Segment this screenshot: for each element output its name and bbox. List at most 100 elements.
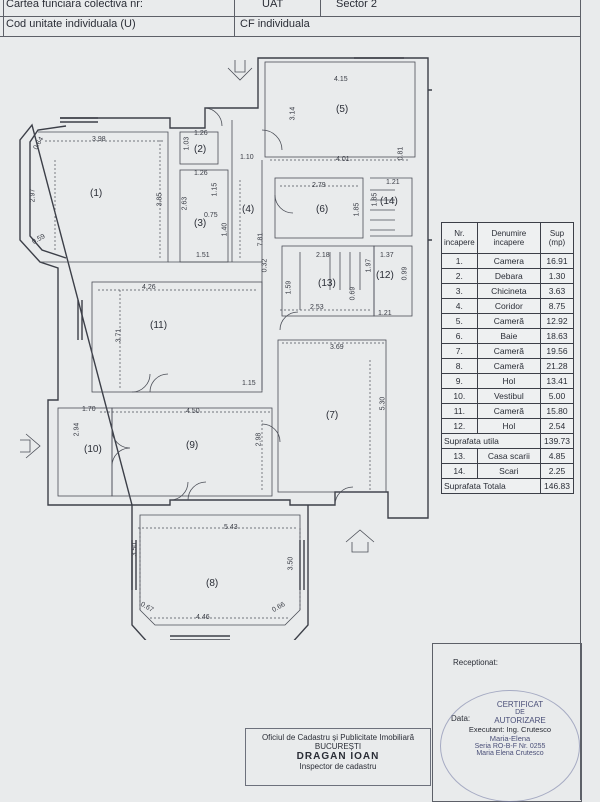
header-row-1: Cartea funciara colectiva nr: UAT Sector… bbox=[0, 0, 580, 17]
room-sup-cell: 12.92 bbox=[540, 313, 574, 329]
total-row: Suprafata Totala 146.83 bbox=[441, 478, 574, 494]
dim-lines bbox=[45, 140, 410, 619]
room-sup-cell: 3.63 bbox=[540, 283, 574, 299]
inner-outer-wall bbox=[29, 125, 67, 259]
room-2-outline bbox=[179, 131, 219, 165]
room-name-cell: Coridor bbox=[476, 298, 542, 314]
room-sup-cell: 2.54 bbox=[540, 418, 574, 434]
room-name-cell: Chicineta bbox=[476, 283, 542, 299]
room-sup-cell: 13.41 bbox=[540, 373, 574, 389]
room-10-outline bbox=[57, 407, 113, 497]
name-line2: Maria Elena Crutesco bbox=[476, 750, 544, 757]
room-12-outline bbox=[373, 245, 413, 317]
room-sup-cell: 18.63 bbox=[540, 328, 574, 344]
room-area-table: Nr. incapere Denumire incapere Sup (mp) … bbox=[441, 222, 574, 494]
room-6-outline bbox=[274, 177, 364, 239]
table-header-row: Nr. incapere Denumire incapere Sup (mp) bbox=[441, 222, 574, 254]
room-8-outline bbox=[139, 514, 301, 626]
room-7-outline bbox=[277, 339, 387, 493]
room-9-outline bbox=[111, 407, 273, 497]
entrance-arrow-top bbox=[227, 60, 253, 81]
room-sup-cell: 2.25 bbox=[540, 463, 574, 479]
room-nr-cell: 3. bbox=[441, 283, 478, 299]
certificat-line3: AUTORIZARE bbox=[494, 716, 546, 725]
room-3-outline bbox=[179, 169, 229, 263]
room-nr-cell: 9. bbox=[441, 373, 478, 389]
room-11-outline bbox=[91, 281, 263, 393]
cadastre-city-line: BUCUREȘTI bbox=[314, 742, 362, 751]
room-5-outline bbox=[264, 61, 416, 158]
seria-line: Seria RO-B-F Nr. 0255 bbox=[474, 743, 546, 750]
authorization-stamp-text: CERTIFICAT DE AUTORIZARE Executant: Ing.… bbox=[440, 700, 580, 757]
room-nr-cell: 11. bbox=[441, 403, 478, 419]
room-name-cell: Hol bbox=[476, 418, 542, 434]
room-sup-cell: 1.30 bbox=[540, 268, 574, 284]
room-nr-cell: 14. bbox=[441, 463, 478, 479]
inspector-title: Inspector de cadastru bbox=[299, 762, 377, 771]
header-divider-2 bbox=[320, 0, 321, 16]
room-name-cell: Cameră bbox=[476, 403, 542, 419]
receptionat-label: Receptionat: bbox=[453, 658, 498, 667]
room-name-cell: Camera bbox=[476, 253, 542, 269]
room-nr-cell: 12. bbox=[441, 418, 478, 434]
stairs-14 bbox=[370, 177, 413, 237]
floor-plan bbox=[19, 57, 432, 640]
outer-wall bbox=[19, 57, 429, 640]
door-arcs bbox=[111, 107, 354, 506]
stairs-13 bbox=[299, 252, 361, 310]
room-name-cell: Casa scarii bbox=[476, 448, 542, 464]
room-name-cell: Cameră bbox=[476, 313, 542, 329]
room-name-cell: Vestibul bbox=[476, 388, 542, 404]
room-sup-cell: 8.75 bbox=[540, 298, 574, 314]
room-nr-cell: 10. bbox=[441, 388, 478, 404]
frame-right-border bbox=[580, 0, 581, 800]
room-nr-cell: 1. bbox=[441, 253, 478, 269]
room-sup-cell: 16.91 bbox=[540, 253, 574, 269]
cadastre-office-line: Oficiul de Cadastru și Publicitate Imobi… bbox=[261, 733, 415, 742]
room-1-outline bbox=[38, 131, 169, 263]
inspector-name: DRAGAN IOAN bbox=[296, 751, 380, 762]
col-header-nr: Nr. incapere bbox=[441, 222, 478, 254]
room-name-cell: Debara bbox=[476, 268, 542, 284]
room-nr-cell: 7. bbox=[441, 343, 478, 359]
sector-label: Sector 2 bbox=[336, 0, 377, 10]
subtotal-row: Suprafata utila 139.73 bbox=[441, 433, 574, 449]
cf-colectiva-label: Cartea funciara colectiva nr: bbox=[6, 0, 143, 10]
room-name-cell: Scari bbox=[476, 463, 542, 479]
subtotal-label: Suprafata utila bbox=[441, 433, 541, 449]
frame-left-border bbox=[3, 0, 4, 36]
uat-label: UAT bbox=[262, 0, 284, 10]
total-value: 146.83 bbox=[540, 478, 574, 494]
cod-unitate-label: Cod unitate individuala (U) bbox=[6, 18, 136, 30]
room-sup-cell: 19.56 bbox=[540, 343, 574, 359]
header-divider-1 bbox=[234, 0, 235, 36]
executant-line: Executant: Ing. Crutesco bbox=[468, 725, 552, 734]
col-header-name: Denumire incapere bbox=[476, 222, 542, 254]
total-label: Suprafata Totala bbox=[441, 478, 541, 494]
header-row-2: Cod unitate individuala (U) CF individua… bbox=[0, 16, 580, 37]
room-name-cell: Baie bbox=[476, 328, 542, 344]
windows bbox=[60, 57, 432, 640]
col-header-sup: Sup (mp) bbox=[540, 222, 574, 254]
entrance-arrow-left bbox=[20, 433, 41, 459]
room-sup-cell: 4.85 bbox=[540, 448, 574, 464]
room-name-cell: Hol bbox=[476, 373, 542, 389]
room-nr-cell: 6. bbox=[441, 328, 478, 344]
room-sup-cell: 15.80 bbox=[540, 403, 574, 419]
cadastre-stamp: Oficiul de Cadastru și Publicitate Imobi… bbox=[245, 728, 431, 786]
cf-individuala-label: CF individuala bbox=[240, 18, 310, 30]
room-sup-cell: 21.28 bbox=[540, 358, 574, 374]
room-sup-cell: 5.00 bbox=[540, 388, 574, 404]
